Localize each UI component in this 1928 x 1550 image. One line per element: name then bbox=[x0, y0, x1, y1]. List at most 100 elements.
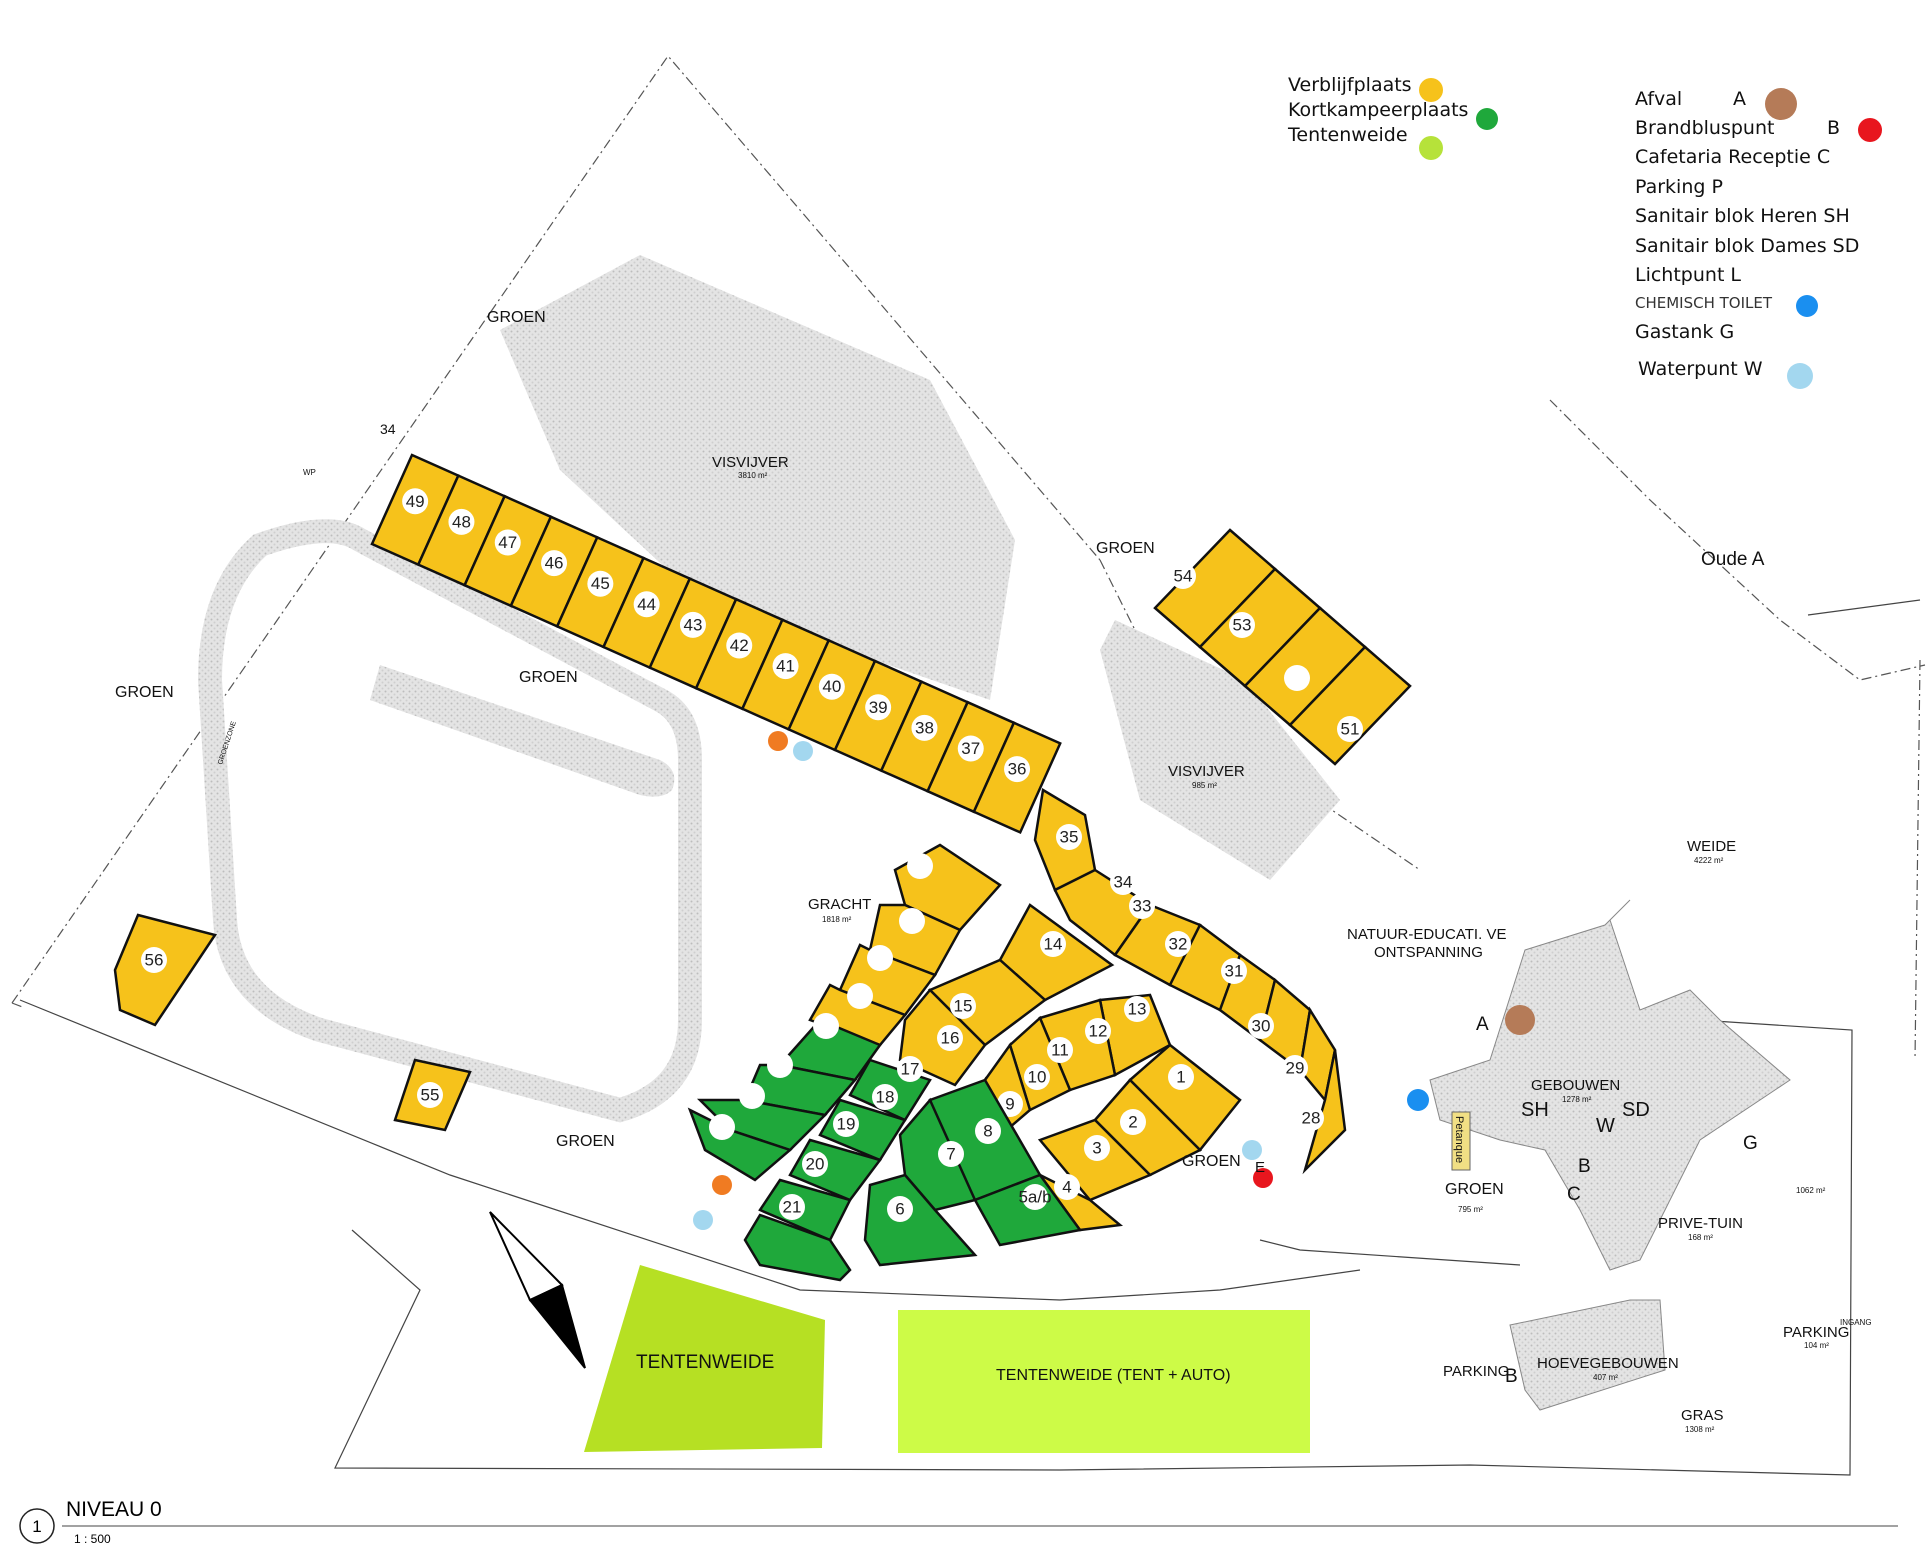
legend-item-brandbluspunt: Brandbluspunt bbox=[1635, 117, 1775, 139]
view-scale: 1 : 500 bbox=[74, 1532, 111, 1546]
plot-6[interactable] bbox=[863, 1173, 978, 1267]
plot-marker bbox=[938, 1141, 964, 1167]
plot-number: 28 bbox=[1302, 1109, 1321, 1128]
view-number-circle bbox=[19, 1508, 55, 1544]
afval-marker bbox=[1505, 1005, 1535, 1035]
code-c: C bbox=[1567, 1184, 1581, 1205]
plot-56[interactable] bbox=[113, 913, 218, 1027]
plot-marker bbox=[1024, 1064, 1050, 1090]
plot-number: 47 bbox=[498, 533, 517, 552]
plot-number: 56 bbox=[145, 951, 164, 970]
plot-number: 1 bbox=[1176, 1068, 1185, 1087]
plot-yellow-d[interactable] bbox=[808, 983, 908, 1047]
visvijver-small bbox=[1100, 620, 1340, 880]
plot-marker bbox=[937, 1025, 963, 1051]
legend-item-gastank: Gastank G bbox=[1635, 321, 1735, 343]
code-b-parking: B bbox=[1505, 1366, 1518, 1387]
legend-item-sanitair-heren: Sanitair blok Heren SH bbox=[1635, 205, 1850, 227]
plot-number: 12 bbox=[1089, 1022, 1108, 1041]
north-arrow-icon bbox=[489, 1211, 586, 1369]
plot-marker bbox=[141, 947, 167, 973]
plot-marker bbox=[813, 1013, 839, 1039]
code-e: E bbox=[1255, 1159, 1265, 1176]
label-wp: WP bbox=[303, 468, 316, 477]
legend-item-tentenweide: Tentenweide bbox=[1288, 124, 1408, 146]
petanque-court bbox=[1451, 1111, 1471, 1171]
plot-number: 14 bbox=[1044, 935, 1063, 954]
plot-marker bbox=[1165, 931, 1191, 957]
label-visvijver-small: VISVIJVER bbox=[1168, 763, 1245, 780]
label-tentenweide: TENTENWEIDE bbox=[636, 1352, 774, 1373]
map-labels: GROEN GROEN GROEN GROEN GROEN GROEN GROE… bbox=[115, 309, 1872, 1434]
plot-number: 31 bbox=[1225, 962, 1244, 981]
plot-number: 32 bbox=[1169, 935, 1188, 954]
plot-marker bbox=[1054, 1174, 1080, 1200]
legend-code-afval: A bbox=[1733, 88, 1746, 110]
plot-5ab[interactable] bbox=[973, 1173, 1083, 1247]
plot-number: 19 bbox=[837, 1115, 856, 1134]
plot-marker bbox=[957, 735, 984, 762]
legend-dot-waterpunt bbox=[1787, 363, 1813, 389]
plot-marker bbox=[865, 694, 892, 721]
legend-dot-kortkampeerplaats bbox=[1476, 108, 1498, 130]
road-ring bbox=[197, 519, 702, 1123]
plot-marker bbox=[818, 673, 845, 700]
gebouwen-building bbox=[1429, 899, 1791, 1271]
hoevegebouwen-building bbox=[1509, 1299, 1666, 1411]
plot-number: 6 bbox=[895, 1200, 904, 1219]
plot-number: 5a/b bbox=[1018, 1188, 1051, 1207]
plot-marker bbox=[1110, 869, 1136, 895]
label-groen-south: GROEN bbox=[556, 1133, 615, 1150]
footer: 1 NIVEAU 0 1 : 500 bbox=[19, 1498, 1898, 1546]
plot-number: 11 bbox=[1051, 1041, 1069, 1060]
code-b-building: B bbox=[1578, 1156, 1591, 1177]
label-tentenweide-auto: TENTENWEIDE (TENT + AUTO) bbox=[996, 1367, 1231, 1384]
legend-item-cafetaria: Cafetaria Receptie C bbox=[1635, 146, 1831, 168]
site-lines bbox=[19, 599, 1921, 1476]
plot-21[interactable] bbox=[743, 1213, 852, 1282]
label-visvijver-small-area: 985 m² bbox=[1192, 781, 1217, 790]
plot-number: 40 bbox=[822, 677, 841, 696]
plot-7[interactable] bbox=[898, 1097, 977, 1212]
plot-marker bbox=[633, 591, 660, 618]
label-g-area: 1062 m² bbox=[1796, 1186, 1826, 1195]
plot-marker bbox=[802, 1151, 828, 1177]
site-boundary bbox=[11, 55, 1926, 1061]
plot-marker bbox=[975, 1118, 1001, 1144]
code-a: A bbox=[1476, 1014, 1489, 1035]
plot-number: 42 bbox=[730, 636, 749, 655]
plot-marker bbox=[950, 993, 976, 1019]
plot-number: 20 bbox=[806, 1155, 825, 1174]
label-groen-inner: GROEN bbox=[519, 669, 578, 686]
plot-marker bbox=[541, 550, 568, 577]
plot-number: 38 bbox=[915, 718, 934, 737]
plot-number: 44 bbox=[637, 595, 656, 614]
plot-marker bbox=[872, 1084, 898, 1110]
plot-marker bbox=[1084, 1135, 1110, 1161]
plot-marker bbox=[494, 529, 521, 556]
label-34-corner: 34 bbox=[380, 421, 396, 437]
plot-number: 39 bbox=[869, 698, 888, 717]
tentenweide-auto-field[interactable] bbox=[898, 1310, 1310, 1453]
plot-marker bbox=[1248, 1013, 1274, 1039]
legend-item-kortkampeerplaats: Kortkampeerplaats bbox=[1288, 99, 1469, 121]
code-g: G bbox=[1743, 1133, 1758, 1154]
tentenweide-field[interactable] bbox=[584, 1265, 825, 1452]
label-groen-east: GROEN bbox=[1182, 1153, 1241, 1170]
plot-row-54-3[interactable] bbox=[1288, 645, 1412, 766]
plot-number: 41 bbox=[776, 657, 795, 676]
label-weide: WEIDE bbox=[1687, 838, 1736, 855]
waterpunt-marker bbox=[693, 1210, 713, 1230]
plot-marker bbox=[1004, 756, 1031, 783]
plot-marker bbox=[779, 1194, 805, 1220]
plot-number: 9 bbox=[1005, 1095, 1014, 1114]
label-groen-north: GROEN bbox=[487, 309, 546, 326]
code-sh: SH bbox=[1521, 1099, 1549, 1121]
plot-marker bbox=[587, 570, 614, 597]
plot-row-35-7[interactable] bbox=[1302, 1049, 1347, 1175]
label-gras: GRAS bbox=[1681, 1407, 1724, 1424]
legend-item-waterpunt: Waterpunt W bbox=[1638, 358, 1763, 380]
plot-number: 36 bbox=[1008, 760, 1027, 779]
view-number: 1 bbox=[32, 1517, 41, 1536]
